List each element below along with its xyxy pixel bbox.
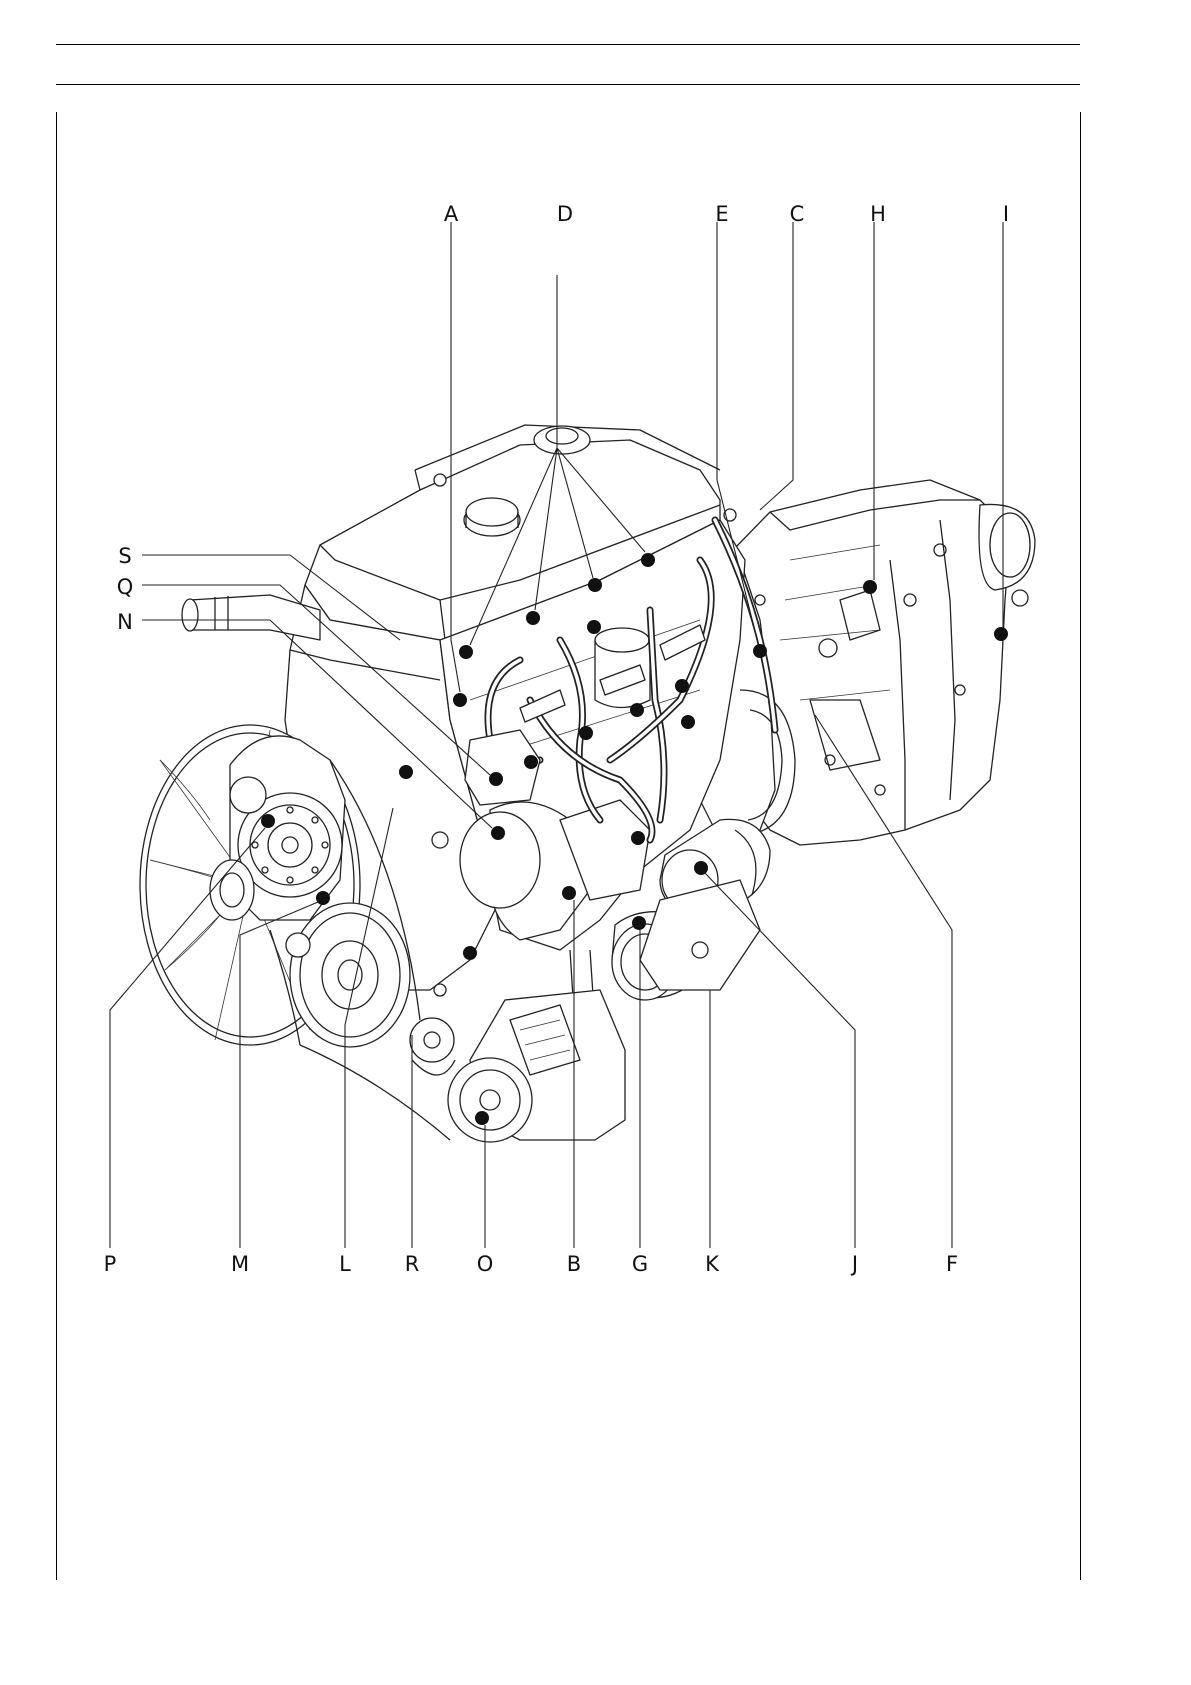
callout-dot-misc3 [579, 726, 593, 740]
label-M: M [231, 1252, 249, 1276]
callout-dot-misc6 [631, 831, 645, 845]
callout-dot-D4 [641, 553, 655, 567]
idler-pulley [410, 1018, 454, 1062]
label-S: S [118, 544, 131, 568]
callout-dot-J [694, 861, 708, 875]
callout-dot-H [863, 580, 877, 594]
callout-dot-D2 [526, 611, 540, 625]
callout-dot-C [675, 679, 689, 693]
label-Q: Q [117, 575, 134, 599]
callout-dot-misc1 [587, 620, 601, 634]
callout-dot-G [632, 916, 646, 930]
callout-dot-B [562, 886, 576, 900]
label-I: I [1003, 202, 1009, 226]
callout-dot-misc5 [524, 755, 538, 769]
label-N: N [117, 610, 133, 634]
label-L: L [339, 1252, 351, 1276]
tensioner-pulley [286, 933, 310, 957]
label-K: K [705, 1252, 720, 1276]
ac-compressor [448, 990, 625, 1142]
callout-dot-A [453, 693, 467, 707]
label-G: G [632, 1252, 648, 1276]
thermostat-housing [595, 628, 650, 708]
callout-dot-Q [489, 772, 503, 786]
fan-pulley [210, 860, 254, 920]
engine-mount [640, 880, 760, 990]
label-F: F [946, 1252, 958, 1276]
callout-dot-P [261, 814, 275, 828]
callout-dot-N [491, 826, 505, 840]
label-H: H [870, 202, 886, 226]
label-O: O [477, 1252, 494, 1276]
engine-drawing [140, 425, 1035, 1142]
callout-dot-misc2 [630, 703, 644, 717]
callout-dot-L [463, 946, 477, 960]
label-D: D [557, 202, 573, 226]
callout-dot-D3 [588, 578, 602, 592]
callout-dot-M [316, 891, 330, 905]
label-B: B [567, 1252, 581, 1276]
label-P: P [104, 1252, 117, 1276]
label-J: J [850, 1252, 858, 1276]
callout-dot-O [475, 1111, 489, 1125]
label-E: E [715, 202, 728, 226]
callout-dot-E [753, 644, 767, 658]
callout-dot-misc4 [681, 715, 695, 729]
callout-dot-S [399, 765, 413, 779]
callout-dot-D1 [459, 645, 473, 659]
label-R: R [405, 1252, 420, 1276]
crankshaft-pulley [290, 903, 410, 1047]
label-C: C [790, 202, 805, 226]
callout-dot-I [994, 627, 1008, 641]
label-A: A [444, 202, 459, 226]
